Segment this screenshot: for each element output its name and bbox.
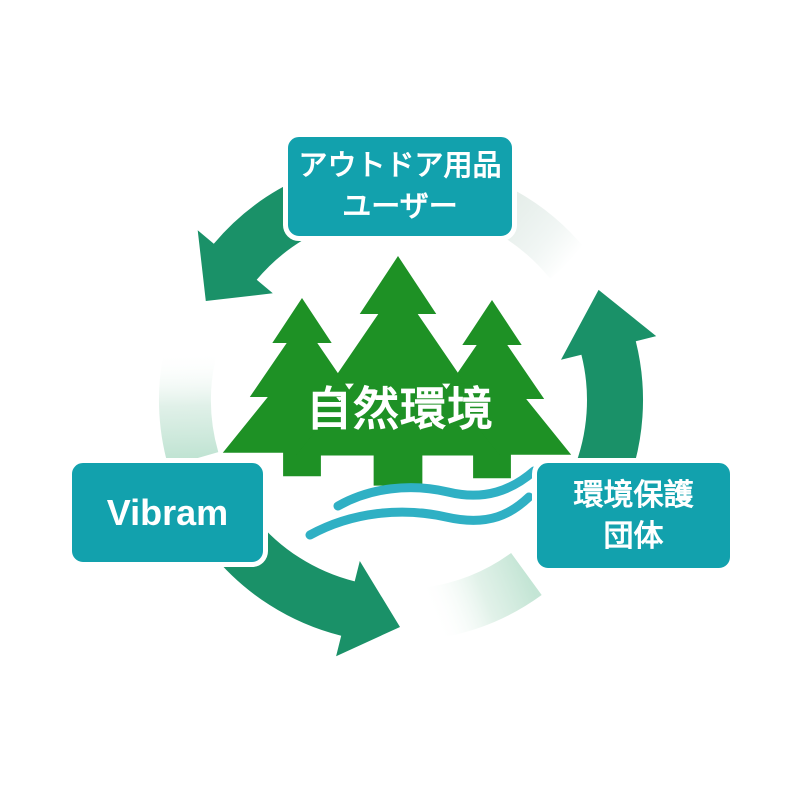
node-outdoor-users: アウトドア用品 ユーザー [283, 132, 517, 241]
node-label-line: アウトドア用品 [298, 149, 502, 182]
node-label-line: ユーザー [342, 190, 458, 223]
wave-lower-stroke [305, 492, 534, 540]
cycle-track-segment-bottom-right [425, 552, 542, 639]
node-label-line: 団体 [603, 519, 664, 553]
tree-center-icon [295, 256, 501, 486]
forest-icon [222, 256, 572, 486]
node-label-line: 環境保護 [573, 478, 694, 512]
center-label: 自然環境 [306, 383, 494, 435]
wave-upper-stroke [333, 466, 539, 511]
node-label-line: Vibram [106, 492, 229, 533]
wave-icon [305, 466, 539, 540]
node-vibram: Vibram [67, 458, 268, 567]
cycle-track-segment-left [158, 345, 219, 467]
node-environmental-groups: 環境保護 団体 [532, 458, 735, 573]
cycle-arrow-right [561, 289, 657, 492]
